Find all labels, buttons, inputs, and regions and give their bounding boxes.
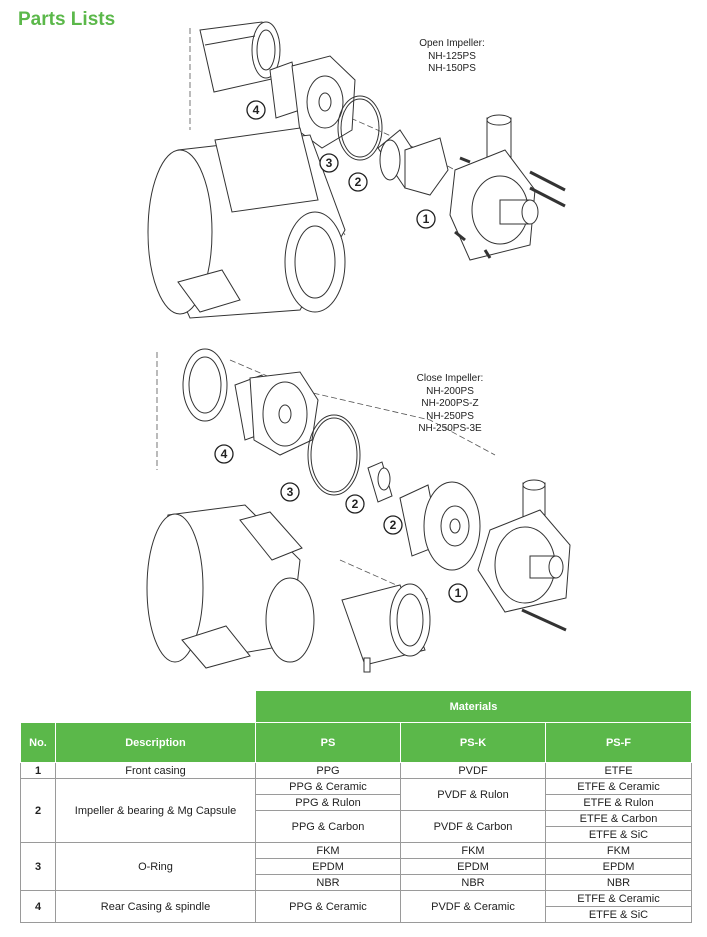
cell-ps-f: ETFE & Ceramic bbox=[545, 890, 692, 907]
callout-4: 4 bbox=[214, 444, 234, 464]
motor bbox=[146, 504, 315, 669]
svg-text:4: 4 bbox=[221, 447, 228, 461]
table-row: ETFE & SiC bbox=[21, 906, 692, 923]
table-row: 4 Rear Casing & spindle PPG & Ceramic PV… bbox=[20, 890, 692, 923]
cell-ps-k: FKM bbox=[400, 842, 546, 859]
magnet-capsule bbox=[341, 583, 431, 673]
cell-ps: PPG & Ceramic bbox=[255, 890, 401, 923]
o-ring bbox=[337, 95, 383, 161]
front-casing bbox=[449, 114, 539, 261]
table-row: NBR NBR NBR bbox=[21, 874, 692, 891]
materials-header: Materials bbox=[255, 690, 692, 723]
model-name: NH-250PS bbox=[426, 410, 474, 422]
rear-casing bbox=[234, 371, 319, 456]
table-row: PPG & Rulon ETFE & Rulon bbox=[21, 794, 692, 811]
closed-impeller bbox=[399, 481, 481, 571]
open-impeller-exploded-view bbox=[147, 21, 566, 319]
model-name: NH-125PS bbox=[428, 50, 476, 62]
svg-text:2: 2 bbox=[352, 497, 359, 511]
svg-text:4: 4 bbox=[253, 103, 260, 117]
model-name: NH-200PS bbox=[426, 385, 474, 397]
caption-title: Close Impeller: bbox=[416, 373, 484, 384]
cell-ps-f: EPDM bbox=[545, 858, 692, 875]
row-description: Rear Casing & spindle bbox=[55, 890, 256, 923]
header-spacer bbox=[20, 690, 256, 723]
cell-ps-k: NBR bbox=[400, 874, 546, 891]
row-description: Impeller & bearing & Mg Capsule bbox=[55, 778, 256, 843]
row-description: Front casing bbox=[55, 762, 256, 779]
cell-ps-k: PVDF & Rulon bbox=[400, 778, 546, 811]
table-row: 2 Impeller & bearing & Mg Capsule PPG & … bbox=[20, 778, 692, 843]
svg-text:3: 3 bbox=[287, 485, 294, 499]
table-row: 1 Front casing PPG PVDF ETFE bbox=[20, 762, 692, 779]
close-impeller-exploded-view bbox=[146, 348, 571, 673]
o-ring-large bbox=[182, 348, 228, 422]
col-header-ps-k: PS-K bbox=[400, 722, 546, 763]
table-row: EPDM EPDM EPDM bbox=[21, 858, 692, 875]
col-header-ps-f: PS-F bbox=[545, 722, 692, 763]
col-header-no: No. bbox=[20, 722, 56, 763]
table-row: PPG & Carbon PVDF & Carbon ETFE & Carbon bbox=[21, 810, 692, 843]
cell-ps-k: PVDF & Carbon bbox=[400, 810, 546, 843]
row-number: 4 bbox=[20, 890, 56, 923]
model-name: NH-250PS-3E bbox=[418, 423, 482, 434]
svg-text:1: 1 bbox=[423, 212, 430, 226]
cell-ps: PPG & Rulon bbox=[255, 794, 401, 811]
model-name: NH-200PS-Z bbox=[421, 398, 479, 409]
page-title: Parts Lists bbox=[18, 9, 116, 30]
caption-title: Open Impeller: bbox=[419, 38, 485, 49]
svg-text:3: 3 bbox=[326, 156, 333, 170]
svg-text:1: 1 bbox=[455, 586, 462, 600]
cell-ps: NBR bbox=[255, 874, 401, 891]
cell-ps-f: ETFE & Carbon bbox=[545, 810, 692, 827]
cell-ps: PPG bbox=[255, 762, 401, 779]
cell-ps: EPDM bbox=[255, 858, 401, 875]
cell-ps-f: ETFE bbox=[545, 762, 692, 779]
row-number: 3 bbox=[20, 842, 56, 891]
callout-3: 3 bbox=[280, 482, 300, 502]
open-impeller bbox=[377, 129, 449, 196]
cell-ps: PPG & Ceramic bbox=[255, 778, 401, 795]
parts-list-table: Materials No. Description PS PS-K PS-F 1… bbox=[20, 690, 692, 923]
col-header-ps: PS bbox=[255, 722, 401, 763]
callout-4: 4 bbox=[246, 100, 266, 120]
front-casing bbox=[477, 479, 571, 632]
magnet-capsule bbox=[199, 21, 281, 93]
cell-ps-k: PVDF bbox=[400, 762, 546, 779]
cell-ps-f: ETFE & SiC bbox=[545, 906, 692, 923]
svg-text:2: 2 bbox=[355, 175, 362, 189]
model-name: NH-150PS bbox=[428, 63, 476, 74]
callout-3: 3 bbox=[319, 153, 339, 173]
callout-2: 2 bbox=[348, 172, 368, 192]
row-number: 2 bbox=[20, 778, 56, 843]
callout-2: 2 bbox=[383, 515, 403, 535]
table-row: 3 O-Ring FKM FKM FKM bbox=[20, 842, 692, 891]
callout-1: 1 bbox=[416, 209, 436, 229]
callout-2: 2 bbox=[345, 494, 365, 514]
cell-ps: PPG & Carbon bbox=[255, 810, 401, 843]
motor bbox=[147, 127, 346, 319]
cell-ps: FKM bbox=[255, 842, 401, 859]
svg-text:2: 2 bbox=[390, 518, 397, 532]
open-impeller-caption: Open Impeller: NH-125PS NH-150PS bbox=[402, 38, 502, 76]
row-number: 1 bbox=[20, 762, 56, 779]
col-header-description: Description bbox=[55, 722, 256, 763]
cell-ps-f: FKM bbox=[545, 842, 692, 859]
cell-ps-k: EPDM bbox=[400, 858, 546, 875]
exploded-pump-drawings: 4 3 2 1 4 3 2 2 1 bbox=[146, 21, 571, 673]
row-description: O-Ring bbox=[55, 842, 256, 891]
callout-1: 1 bbox=[448, 583, 468, 603]
close-impeller-caption: Close Impeller: NH-200PS NH-200PS-Z NH-2… bbox=[395, 373, 505, 436]
bolts bbox=[454, 156, 566, 259]
cell-ps-f: NBR bbox=[545, 874, 692, 891]
cell-ps-f: ETFE & SiC bbox=[545, 826, 692, 843]
bearing bbox=[367, 461, 393, 503]
cell-ps-k: PVDF & Ceramic bbox=[400, 890, 546, 923]
cell-ps-f: ETFE & Rulon bbox=[545, 794, 692, 811]
table-row: ETFE & SiC bbox=[21, 826, 692, 843]
o-ring bbox=[307, 414, 361, 496]
cell-ps-f: ETFE & Ceramic bbox=[545, 778, 692, 795]
